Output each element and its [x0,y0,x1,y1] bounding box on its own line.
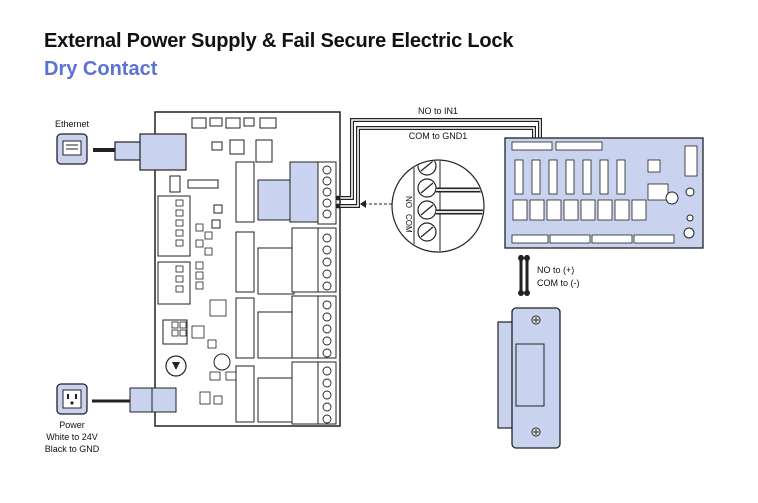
terminal-no-label: NO [404,196,413,208]
page-title: External Power Supply & Fail Secure Elec… [44,30,514,52]
power-outlet-icon [56,383,88,415]
no-to-plus-label: NO to (+) [537,265,575,275]
io-expansion-board [504,137,704,249]
power-white-label: White to 24V [46,432,98,442]
ethernet-port-icon [56,133,88,165]
ethernet-label: Ethernet [54,119,90,129]
page-subtitle: Dry Contact [44,58,158,80]
terminal-com-label: COM [404,214,413,233]
main-controller-board [154,111,341,427]
ethernet-plug-icon [114,133,187,171]
com-to-minus-label: COM to (-) [537,278,580,288]
power-label: Power [59,420,85,430]
com-to-gnd1-label: COM to GND1 [408,131,468,141]
no-to-in1-label: NO to IN1 [417,106,458,116]
power-black-label: Black to GND [44,444,100,454]
power-terminal-block [129,387,177,413]
terminal-zoom-callout: NO COM [360,159,485,253]
electric-lock-icon [497,307,561,449]
